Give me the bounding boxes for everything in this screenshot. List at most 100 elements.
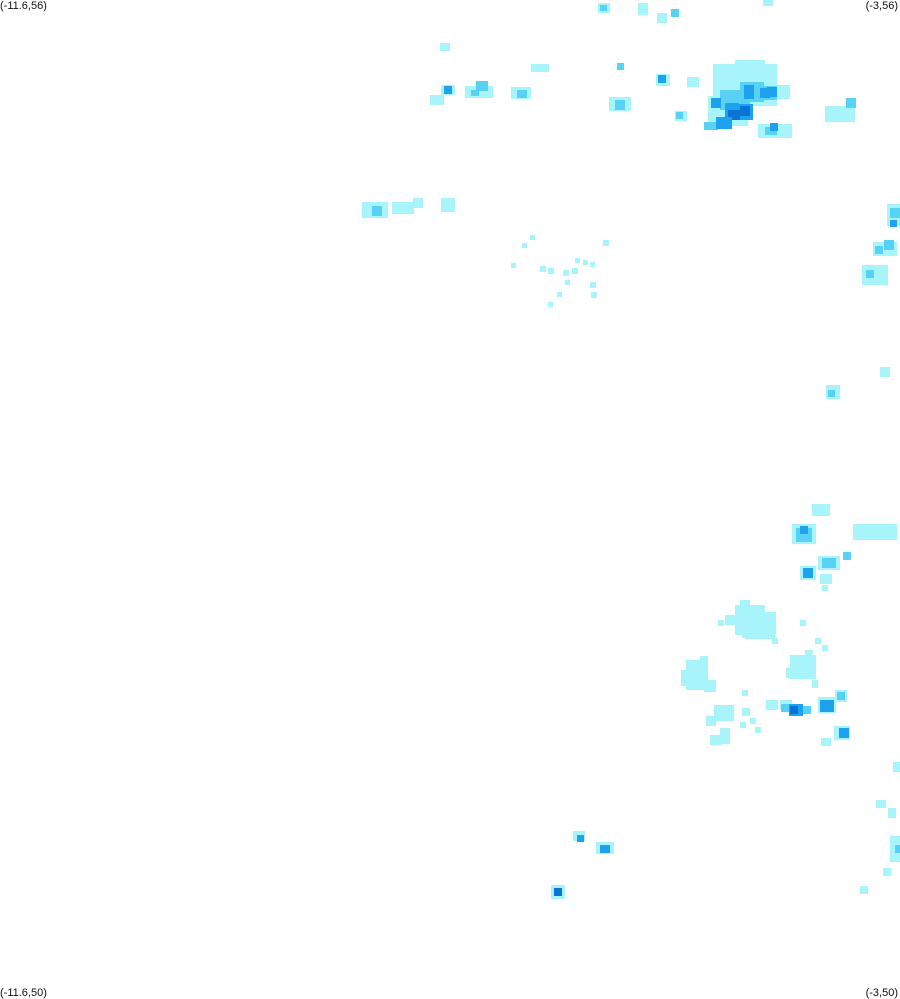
precip-cell: [876, 800, 886, 808]
precip-cell: [893, 762, 900, 772]
precip-cell: [890, 220, 897, 227]
precip-cell: [590, 282, 596, 288]
precip-cell: [742, 708, 750, 716]
precip-cell: [372, 206, 382, 216]
precip-cell: [476, 81, 488, 91]
precip-cell: [557, 292, 562, 297]
precip-cell: [786, 668, 800, 678]
precip-cell: [530, 235, 535, 240]
precip-cell: [790, 706, 798, 714]
precip-cell: [676, 112, 683, 119]
precip-cell: [572, 268, 578, 274]
precip-cell: [392, 202, 414, 214]
precip-cell: [735, 60, 765, 80]
precip-cell: [803, 568, 813, 578]
precip-cell: [740, 106, 750, 116]
precip-cell: [704, 122, 718, 130]
precip-cell: [766, 700, 778, 710]
precip-cell: [767, 87, 777, 97]
precip-cell: [710, 735, 722, 745]
precip-cell: [716, 117, 732, 129]
precip-cell: [846, 98, 856, 108]
precip-cell: [742, 630, 750, 638]
precip-cell: [763, 0, 773, 6]
precip-cell: [700, 656, 708, 666]
precip-cell: [565, 280, 570, 285]
precip-cell: [563, 270, 569, 276]
precip-cell: [444, 86, 452, 94]
precip-cell: [711, 98, 721, 108]
precip-cell: [440, 43, 450, 51]
corner-label-bottom-left: (-11.6,50): [0, 987, 47, 999]
precip-cell: [862, 265, 888, 285]
precip-cell: [890, 208, 900, 218]
precip-cell: [770, 123, 778, 131]
precip-cell: [590, 262, 595, 267]
precip-cell: [888, 808, 896, 818]
precip-cell: [740, 722, 746, 728]
precip-cell: [725, 615, 737, 625]
corner-label-top-left: (-11.6,56): [0, 0, 47, 12]
precip-cell: [720, 728, 730, 744]
precip-cell: [860, 886, 868, 894]
precip-cell: [837, 692, 845, 700]
precip-cell: [803, 706, 811, 714]
precip-cell: [883, 868, 891, 876]
precip-cell: [728, 110, 740, 120]
precip-cell: [742, 690, 748, 696]
precip-cell: [884, 240, 894, 250]
precip-cell: [517, 90, 527, 98]
precip-cell: [805, 650, 813, 660]
precip-cell: [577, 835, 584, 842]
precip-cell: [822, 645, 828, 651]
corner-label-bottom-right: (-3,50): [865, 987, 898, 999]
precip-cell: [772, 638, 778, 644]
corner-label-top-right: (-3,56): [865, 0, 898, 12]
precip-cell: [554, 888, 562, 896]
precip-cell: [638, 3, 648, 15]
precip-cell: [853, 524, 897, 540]
precip-cell: [671, 9, 679, 17]
precip-cell: [812, 680, 818, 688]
precip-cell: [718, 620, 724, 626]
precip-cell: [800, 526, 808, 534]
precip-cell: [839, 728, 849, 738]
precip-cell: [781, 704, 789, 712]
precip-cell: [895, 845, 900, 853]
precip-cell: [600, 845, 610, 853]
precip-cell: [750, 718, 756, 724]
precip-cell: [583, 260, 588, 265]
precip-cell: [522, 243, 527, 248]
precip-cell: [615, 100, 625, 110]
precip-cell: [866, 270, 874, 278]
precip-cell: [687, 77, 699, 87]
precip-cell: [822, 558, 836, 568]
precip-cell: [511, 263, 516, 268]
precip-cell: [820, 574, 832, 584]
precipitation-cells: [362, 0, 900, 899]
precip-cell: [821, 738, 831, 746]
precip-cell: [825, 106, 855, 122]
precip-cell: [800, 620, 806, 626]
precip-cell: [591, 292, 597, 298]
precip-cell: [617, 63, 624, 70]
precip-cell: [603, 240, 609, 246]
precip-cell: [441, 198, 455, 212]
precip-cell: [745, 625, 775, 639]
precip-cell: [540, 266, 546, 272]
precip-cell: [548, 268, 554, 274]
precip-cell: [681, 670, 693, 686]
precip-cell: [714, 705, 734, 721]
precip-cell: [548, 302, 553, 307]
precip-cell: [812, 504, 830, 516]
precip-cell: [740, 600, 750, 610]
precip-cell: [815, 638, 821, 644]
precip-cell: [658, 75, 666, 83]
precip-cell: [755, 727, 761, 733]
precip-cell: [880, 367, 890, 377]
precip-cell: [657, 13, 667, 23]
precip-cell: [875, 246, 883, 254]
precip-cell: [430, 95, 444, 105]
precip-cell: [760, 88, 770, 98]
